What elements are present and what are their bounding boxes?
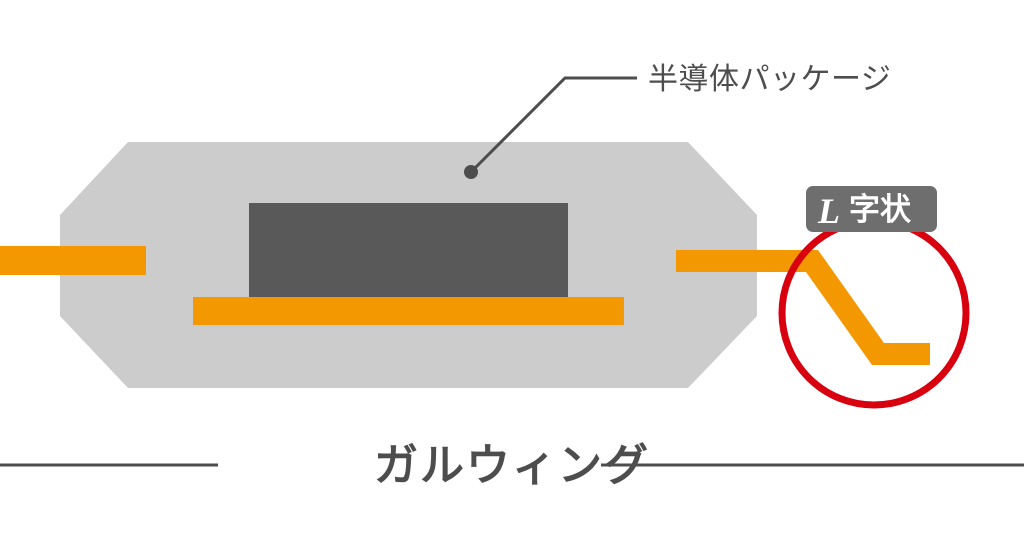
die-attach-pad [193,297,624,325]
l-shape-badge-background [806,186,937,232]
figure-caption-gull-wing: ガルウィング [374,441,650,490]
left-lead-frame [0,246,146,275]
callout-leader-dot [464,165,478,179]
highlight-circle [778,217,970,409]
callout-label-semiconductor-package: 半導体パッケージ [648,63,891,96]
silicon-die [249,203,568,298]
callout-leader-line [469,76,637,174]
l-shape-badge-glyph: L [817,191,840,231]
right-gull-wing-lead [676,250,930,365]
l-shape-badge-label: 字状 [849,192,912,227]
